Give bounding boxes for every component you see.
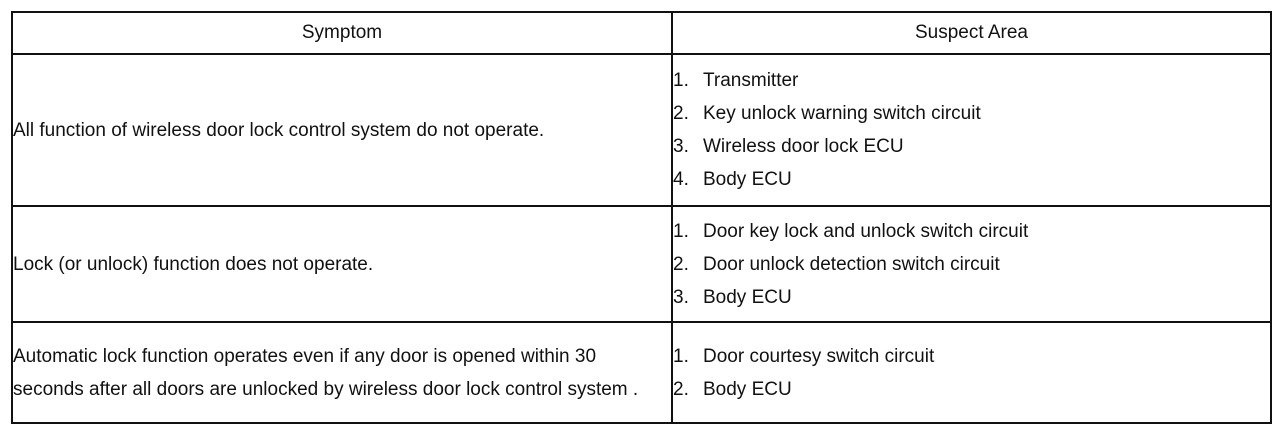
item-number: 4. [673, 169, 689, 190]
item-number: 1. [673, 220, 689, 242]
suspect-area-item: 2. Key unlock warning switch circuit [673, 97, 1270, 130]
item-number: 2. [673, 103, 689, 124]
item-number: 2. [673, 378, 689, 400]
table-row: All function of wireless door lock contr… [11, 53, 1272, 207]
suspect-area-item: 1. Door key lock and unlock switch circui… [673, 215, 1270, 248]
item-number: 1. [673, 345, 689, 367]
item-text: Body ECU [703, 286, 792, 308]
item-text: Door unlock detection switch circuit [703, 253, 1000, 275]
item-number: 3. [673, 136, 689, 157]
item-text: Key unlock warning switch circuit [703, 103, 981, 124]
suspect-area-cell: 1. Transmitter 2. Key unlock warning switc… [671, 53, 1272, 207]
table-row: Automatic lock function operates even if… [11, 321, 1272, 424]
suspect-area-list: 1. Transmitter 2. Key unlock warning switc… [673, 64, 1270, 196]
suspect-area-item: 2. Body ECU [673, 373, 1270, 406]
header-suspect-area: Suspect Area [671, 11, 1272, 55]
suspect-area-item: 1. Door courtesy switch circuit [673, 340, 1270, 373]
header-row: Symptom Suspect Area [11, 11, 1272, 55]
symptom-cell: Automatic lock function operates even if… [11, 321, 673, 424]
symptom-cell: Lock (or unlock) function does not opera… [11, 205, 673, 323]
item-number: 1. [673, 70, 689, 91]
troubleshooting-table: Symptom Suspect Area All function of wir… [11, 11, 1272, 424]
item-text: Door key lock and unlock switch circuit [703, 220, 1029, 242]
item-text: Transmitter [703, 70, 799, 91]
item-text: Door courtesy switch circuit [703, 345, 935, 367]
suspect-area-item: 1. Transmitter [673, 64, 1270, 97]
table-header: Symptom Suspect Area [11, 11, 1272, 55]
suspect-area-item: 3. Wireless door lock ECU [673, 130, 1270, 163]
suspect-area-list: 1. Door key lock and unlock switch circui… [673, 215, 1270, 314]
item-number: 2. [673, 253, 689, 275]
suspect-area-item: 4. Body ECU [673, 163, 1270, 196]
header-symptom: Symptom [11, 11, 673, 55]
item-text: Body ECU [703, 169, 792, 190]
item-number: 3. [673, 286, 689, 308]
item-text: Wireless door lock ECU [703, 136, 904, 157]
suspect-area-list: 1. Door courtesy switch circuit 2. Body EC… [673, 340, 1270, 406]
suspect-area-item: 2. Door unlock detection switch circuit [673, 248, 1270, 281]
table-row: Lock (or unlock) function does not opera… [11, 205, 1272, 323]
symptom-cell: All function of wireless door lock contr… [11, 53, 673, 207]
suspect-area-item: 3. Body ECU [673, 281, 1270, 314]
item-text: Body ECU [703, 378, 792, 400]
suspect-area-cell: 1. Door courtesy switch circuit 2. Body EC… [671, 321, 1272, 424]
suspect-area-cell: 1. Door key lock and unlock switch circui… [671, 205, 1272, 323]
